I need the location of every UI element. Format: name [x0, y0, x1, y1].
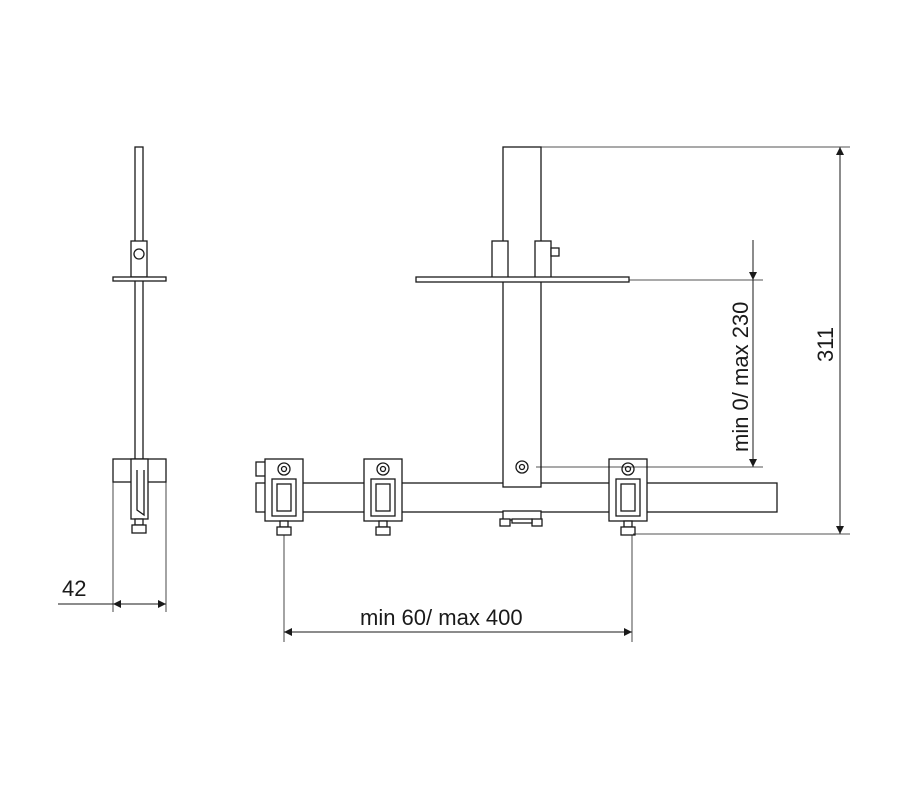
bar-underside-clip	[499, 510, 543, 527]
vertical-column	[502, 146, 542, 488]
column-collar-right	[534, 240, 552, 279]
depth-label: 42	[62, 576, 86, 601]
side-bottom-screw	[134, 518, 144, 526]
total-height-label: 311	[813, 327, 838, 362]
clamp-2	[363, 458, 403, 536]
side-collar-screw	[133, 248, 145, 260]
spacing-dimension: min 60/ max 400	[283, 535, 633, 642]
column-bottom-screw-inner	[518, 463, 526, 471]
clamp-3	[608, 458, 648, 536]
total-height-dimension: 311	[541, 146, 850, 535]
collar-set-screw	[550, 247, 560, 257]
column-collar-left	[491, 240, 509, 279]
height-adjust-label: min 0/ max 230	[728, 302, 753, 452]
clamp-1	[264, 458, 304, 536]
side-view	[112, 146, 167, 534]
side-bottom-knob	[131, 524, 147, 534]
front-plate	[415, 276, 630, 283]
side-clamp-jaw	[130, 458, 149, 520]
side-clamp-hook	[136, 470, 145, 517]
front-view	[255, 146, 778, 536]
height-adjust-dimension: min 0/ max 230	[536, 240, 763, 468]
depth-dimension: 42	[58, 482, 167, 612]
spacing-label: min 60/ max 400	[360, 605, 523, 630]
side-plate	[112, 276, 167, 282]
